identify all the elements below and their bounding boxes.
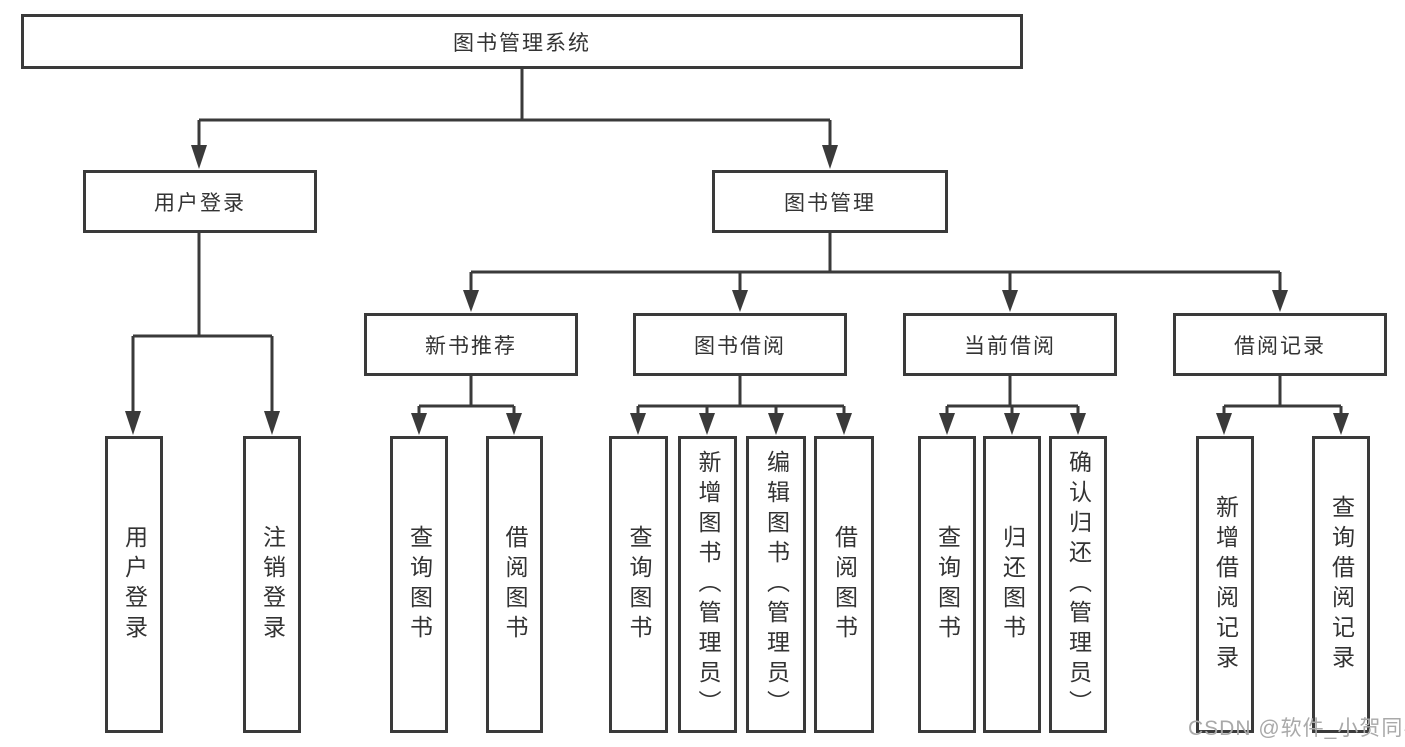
leaf-add-borrow-record: 新增借阅记录 (1196, 436, 1254, 733)
leaf-return-books: 归还图书 (983, 436, 1041, 733)
node-label: 用户登录 (121, 524, 148, 645)
node-label: 新增图书（管理员） (695, 449, 721, 720)
node-label: 图书管理 (784, 191, 876, 215)
node-label: 新增借阅记录 (1212, 494, 1239, 675)
node-label: 借阅记录 (1234, 334, 1326, 358)
node-label: 查询图书 (406, 524, 433, 645)
node-label: 查询图书 (934, 524, 961, 645)
node-label: 当前借阅 (964, 334, 1056, 358)
leaf-query-books-borrow: 查询图书 (609, 436, 668, 733)
leaf-borrow-books: 借阅图书 (814, 436, 874, 733)
node-label: 借阅图书 (502, 524, 528, 645)
node-borrow-records: 借阅记录 (1173, 313, 1387, 376)
node-label: 借阅图书 (831, 524, 858, 645)
leaf-borrow-books-recommend: 借阅图书 (486, 436, 543, 733)
leaf-logout: 注销登录 (243, 436, 301, 733)
node-label: 查询借阅记录 (1328, 494, 1355, 675)
csdn-watermark: CSDN @软件_小贺同学 (1188, 717, 1405, 740)
leaf-confirm-return-admin: 确认归还（管理员） (1049, 436, 1107, 733)
node-label: 查询图书 (626, 524, 652, 645)
node-label: 注销登录 (259, 524, 286, 645)
node-label: 图书借阅 (694, 334, 786, 358)
node-library-management-system: 图书管理系统 (21, 14, 1023, 69)
node-label: 编辑图书（管理员） (763, 449, 790, 720)
node-label: 用户登录 (154, 191, 246, 215)
arrowheads (125, 145, 1349, 435)
leaf-add-books-admin: 新增图书（管理员） (678, 436, 737, 733)
leaf-query-borrow-record: 查询借阅记录 (1312, 436, 1370, 733)
node-label: 图书管理系统 (453, 31, 591, 55)
node-current-borrow: 当前借阅 (903, 313, 1117, 376)
node-label: 新书推荐 (425, 334, 517, 358)
leaf-edit-books-admin: 编辑图书（管理员） (746, 436, 806, 733)
node-new-book-recommend: 新书推荐 (364, 313, 578, 376)
node-label: 确认归还（管理员） (1065, 449, 1092, 720)
leaf-query-books-recommend: 查询图书 (390, 436, 448, 733)
node-user-login: 用户登录 (83, 170, 317, 233)
node-book-borrow: 图书借阅 (633, 313, 847, 376)
leaf-query-books-current: 查询图书 (918, 436, 976, 733)
node-book-management: 图书管理 (712, 170, 948, 233)
node-label: 归还图书 (999, 524, 1026, 645)
leaf-user-login: 用户登录 (105, 436, 163, 733)
